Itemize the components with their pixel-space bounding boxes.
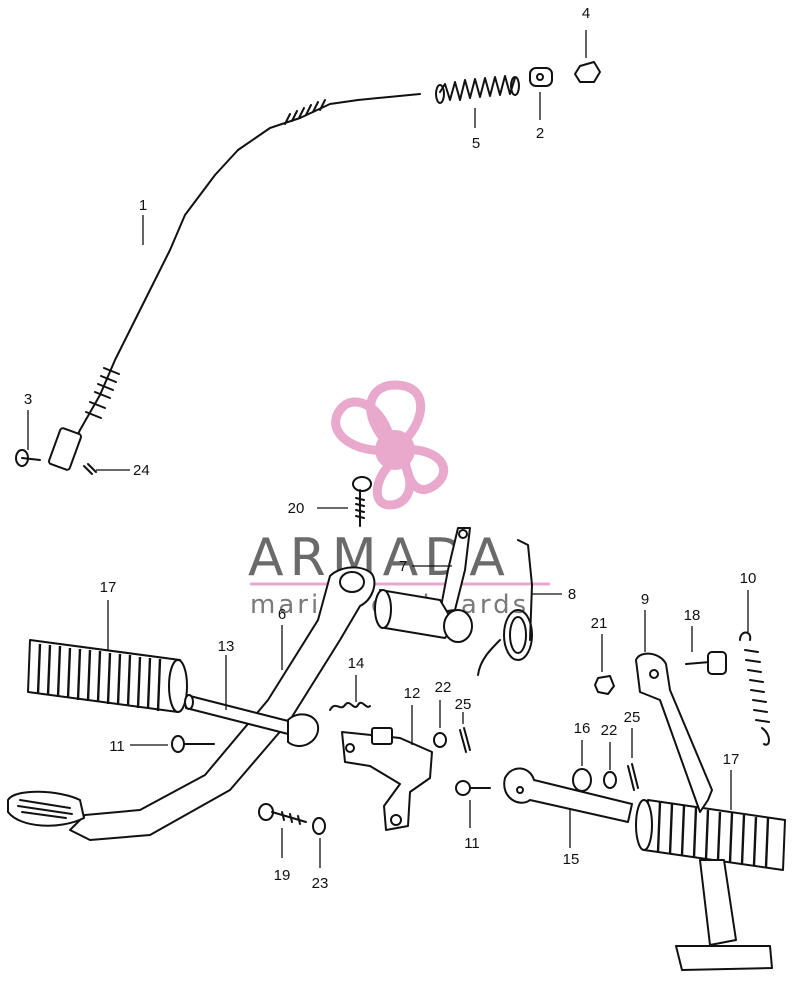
callout-17-left: 17 [100, 579, 117, 596]
callout-14: 14 [348, 655, 365, 672]
callout-25-right: 25 [624, 709, 641, 726]
callout-13: 13 [218, 638, 235, 655]
part-21-nut [594, 675, 615, 695]
callout-4: 4 [582, 5, 590, 22]
part-9-stand [635, 652, 773, 971]
callout-2: 2 [536, 125, 544, 142]
callout-11-right: 11 [464, 835, 480, 852]
callout-7: 7 [399, 558, 407, 575]
callout-15: 15 [563, 851, 580, 868]
cable-clevis [48, 427, 82, 471]
part-11-pin-right [455, 780, 491, 796]
callout-16: 16 [574, 720, 591, 737]
part-15-shaft [503, 767, 633, 823]
watermark-brand: ARMADA [248, 528, 511, 588]
part-11-pin-left [171, 735, 215, 753]
callout-9: 9 [641, 591, 649, 608]
callout-10: 10 [740, 570, 757, 587]
part-25-pin-right [627, 763, 639, 791]
part-4-nut [574, 61, 601, 83]
cable-coil-upper [284, 99, 326, 125]
callout-17-right: 17 [723, 751, 740, 768]
pedal-tip [7, 790, 85, 827]
callout-8: 8 [568, 586, 576, 603]
callout-11-left: 11 [109, 738, 125, 755]
callout-6: 6 [278, 606, 286, 623]
leader-lines [27, 30, 749, 868]
part-19-bolt [258, 803, 307, 825]
part-3-pin [15, 449, 41, 467]
part-10-spring [739, 631, 770, 746]
part-17-grip-right [635, 799, 786, 871]
callout-22-right: 22 [601, 722, 618, 739]
callout-20: 20 [288, 500, 305, 517]
callout-24: 24 [133, 462, 150, 479]
part-23-nut [312, 817, 326, 835]
part-25-pin-left [459, 727, 471, 753]
part-2-hole [536, 73, 544, 81]
part-24-cotter-pin [83, 463, 97, 475]
pivot-shaft [374, 589, 473, 643]
part-22-washer-right [603, 771, 617, 789]
callout-22-left: 22 [435, 679, 452, 696]
part-8-spring [477, 539, 533, 676]
callout-25-left: 25 [455, 696, 472, 713]
callout-12: 12 [404, 685, 421, 702]
part-2-adjuster [529, 67, 553, 87]
callout-1: 1 [139, 197, 147, 214]
part-5-spring [435, 75, 520, 104]
part-18-bolt [685, 651, 727, 675]
part-1-cable [48, 93, 421, 471]
part-17-grip-left [27, 639, 188, 713]
part-14-spring [329, 701, 371, 711]
callout-3: 3 [24, 391, 32, 408]
part-16-bushing [572, 768, 592, 792]
cable-coil-lower [85, 367, 120, 419]
part-13-shaft [184, 694, 320, 747]
callout-21: 21 [591, 615, 608, 632]
callout-23: 23 [312, 875, 329, 892]
propeller-logo [331, 380, 449, 510]
part-22-washer-left [433, 732, 447, 748]
callout-labels: 4 2 5 1 3 24 20 7 8 17 6 9 10 21 18 13 1… [24, 5, 757, 892]
callout-5: 5 [472, 135, 480, 152]
callout-18: 18 [684, 607, 701, 624]
part-20-bolt [352, 476, 372, 527]
part-12-bracket [341, 727, 433, 831]
callout-19: 19 [274, 867, 291, 884]
